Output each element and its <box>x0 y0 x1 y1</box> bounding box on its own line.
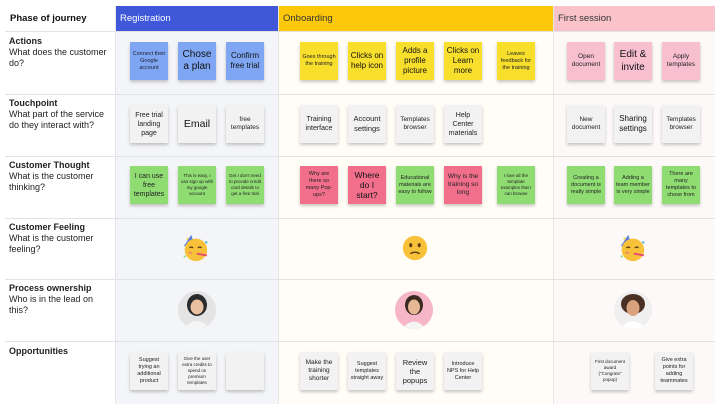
sticky-note[interactable]: Open document <box>567 42 605 80</box>
confused-face-icon <box>402 235 428 261</box>
person-icon <box>614 291 652 329</box>
sticky-note[interactable]: Templates browser <box>662 105 700 143</box>
sticky-note[interactable]: Why is the training so long <box>444 166 482 204</box>
column-divider <box>553 6 554 404</box>
phase-of-journey-label: Phase of journey <box>10 13 87 24</box>
row-title: Opportunities <box>9 346 68 356</box>
person-icon <box>395 291 433 329</box>
sticky-note[interactable]: Make the training shorter <box>300 352 338 390</box>
sticky-note[interactable]: First document award ("Congrats" popup) <box>591 352 629 390</box>
sticky-note[interactable]: Templates browser <box>396 105 434 143</box>
sticky-note[interactable]: Edit & invite <box>614 42 652 80</box>
sticky-note[interactable]: New document <box>567 105 605 143</box>
sticky-note[interactable]: Why are there so many Pop-ups? <box>300 166 338 204</box>
row-question: What is the customer thinking? <box>9 171 94 192</box>
sticky-note[interactable]: Introduce NPS for Help Center <box>444 352 482 390</box>
sticky-note[interactable] <box>226 352 264 390</box>
sticky-note[interactable]: Help Center materials <box>444 105 482 143</box>
sticky-note[interactable]: Adds a profile picture <box>396 42 434 80</box>
column-divider <box>115 6 116 404</box>
sticky-note[interactable]: Account settings <box>348 105 386 143</box>
row-divider <box>5 156 715 157</box>
row-label-touchpoint: Touchpoint What part of the service do t… <box>9 98 114 131</box>
row-question: What does the customer do? <box>9 47 107 68</box>
party-face-icon <box>183 234 208 262</box>
owner-avatar[interactable] <box>395 291 433 329</box>
person-icon <box>178 291 216 329</box>
sticky-note[interactable]: Email <box>178 105 216 143</box>
column-divider <box>278 6 279 404</box>
row-divider <box>5 94 715 95</box>
row-title: Customer Thought <box>9 160 90 170</box>
sticky-note[interactable]: Suggest trying an additional product <box>130 352 168 390</box>
owner-avatar[interactable] <box>614 291 652 329</box>
owner-avatar[interactable] <box>178 291 216 329</box>
row-label-actions: Actions What does the customer do? <box>9 36 114 69</box>
row-divider <box>5 341 715 342</box>
sticky-note[interactable]: Where do I start? <box>348 166 386 204</box>
row-label-feeling: Customer Feeling What is the customer fe… <box>9 222 114 255</box>
row-title: Customer Feeling <box>9 222 86 232</box>
sticky-note[interactable]: free templates <box>226 105 264 143</box>
sticky-note[interactable]: Chose a plan <box>178 42 216 80</box>
sticky-note[interactable]: Training interface <box>300 105 338 143</box>
sticky-note[interactable]: Leaves feedback for the training <box>497 42 535 80</box>
phase-first-session[interactable]: First session <box>553 6 715 31</box>
row-divider <box>5 31 715 32</box>
sticky-note[interactable]: Goes through the training <box>300 42 338 80</box>
row-question: What part of the service do they interac… <box>9 109 105 130</box>
row-label-ownership: Process ownership Who is in the lead on … <box>9 283 114 316</box>
row-title: Touchpoint <box>9 98 58 108</box>
sticky-note[interactable]: Give extra points for adding teammates <box>655 352 693 390</box>
row-label-opportunities: Opportunities <box>9 346 114 357</box>
sticky-note[interactable]: There are many templates to chose from <box>662 166 700 204</box>
phase-onboarding[interactable]: Onboarding <box>278 6 553 31</box>
sticky-note[interactable]: Review the popups <box>396 352 434 390</box>
sticky-note[interactable]: Suggest templates straight away <box>348 352 386 390</box>
sticky-note[interactable]: Confirm free trial <box>226 42 264 80</box>
row-divider <box>5 218 715 219</box>
sticky-note[interactable]: Get I don't need to provide credit card … <box>226 166 264 204</box>
sticky-note[interactable]: Sharing settings <box>614 105 652 143</box>
row-divider <box>5 279 715 280</box>
sticky-note[interactable]: I can use free templates <box>130 166 168 204</box>
sticky-note[interactable]: Clicks on help icon <box>348 42 386 80</box>
sticky-note[interactable]: Free trial landing page <box>130 105 168 143</box>
row-title: Actions <box>9 36 43 46</box>
row-question: What is the customer feeling? <box>9 233 94 254</box>
row-label-thought: Customer Thought What is the customer th… <box>9 160 114 193</box>
sticky-note[interactable]: This is easy, I can sign up with my goog… <box>178 166 216 204</box>
sticky-note[interactable]: Adding a team member is very simple <box>614 166 652 204</box>
sticky-note[interactable]: Give the user extra credits to spend on … <box>178 352 216 390</box>
party-face-icon <box>620 234 645 262</box>
sticky-note[interactable]: Apply templates <box>662 42 700 80</box>
row-question: Who is in the lead on this? <box>9 294 94 315</box>
phase-registration[interactable]: Registration <box>115 6 278 31</box>
sticky-note[interactable]: Educational materials are easy to follow <box>396 166 434 204</box>
sticky-note[interactable]: Creating a document is really simple <box>567 166 605 204</box>
sticky-note[interactable]: Connect their Google account <box>130 42 168 80</box>
row-title: Process ownership <box>9 283 92 293</box>
sticky-note[interactable]: I love all the template examples that I … <box>497 166 535 204</box>
sticky-note[interactable]: Clicks on Learn more <box>444 42 482 80</box>
